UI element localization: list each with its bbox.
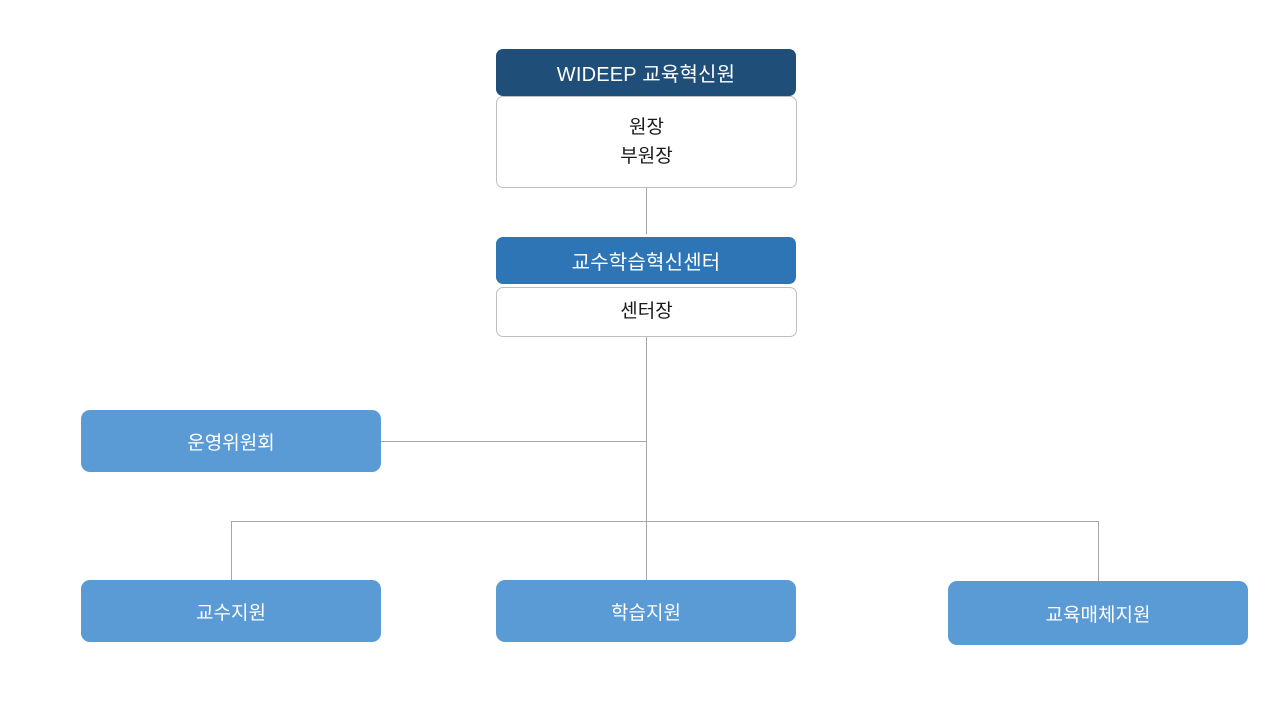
root-header-label: WIDEEP 교육혁신원 (496, 49, 796, 96)
node-team-1[interactable]: 학습지원 (496, 580, 796, 642)
root-roles: 원장 부원장 (496, 96, 797, 188)
root-role-0: 원장 (629, 116, 664, 138)
node-root-header[interactable]: WIDEEP 교육혁신원 (496, 49, 796, 96)
team-2-label: 교육매체지원 (948, 581, 1248, 645)
node-center-body[interactable]: 센터장 (496, 287, 797, 337)
team-0-label: 교수지원 (81, 580, 381, 642)
connector-center-trunk (646, 337, 647, 580)
node-committee[interactable]: 운영위원회 (81, 410, 381, 472)
center-role-0: 센터장 (620, 301, 673, 323)
root-role-1: 부원장 (620, 146, 673, 167)
node-team-2[interactable]: 교육매체지원 (948, 581, 1248, 645)
node-team-0[interactable]: 교수지원 (81, 580, 381, 642)
connector-drop-left (231, 521, 232, 580)
committee-label: 운영위원회 (81, 410, 381, 472)
node-root-body[interactable]: 원장 부원장 (496, 96, 797, 188)
connector-bottom-bar (231, 521, 1099, 522)
center-header-label: 교수학습혁신센터 (496, 237, 796, 284)
connector-drop-right (1098, 521, 1099, 581)
center-roles: 센터장 (496, 287, 797, 337)
node-center-header[interactable]: 교수학습혁신센터 (496, 237, 796, 284)
connector-committee-branch (381, 441, 647, 442)
team-1-label: 학습지원 (496, 580, 796, 642)
connector-root-to-center (646, 188, 647, 234)
